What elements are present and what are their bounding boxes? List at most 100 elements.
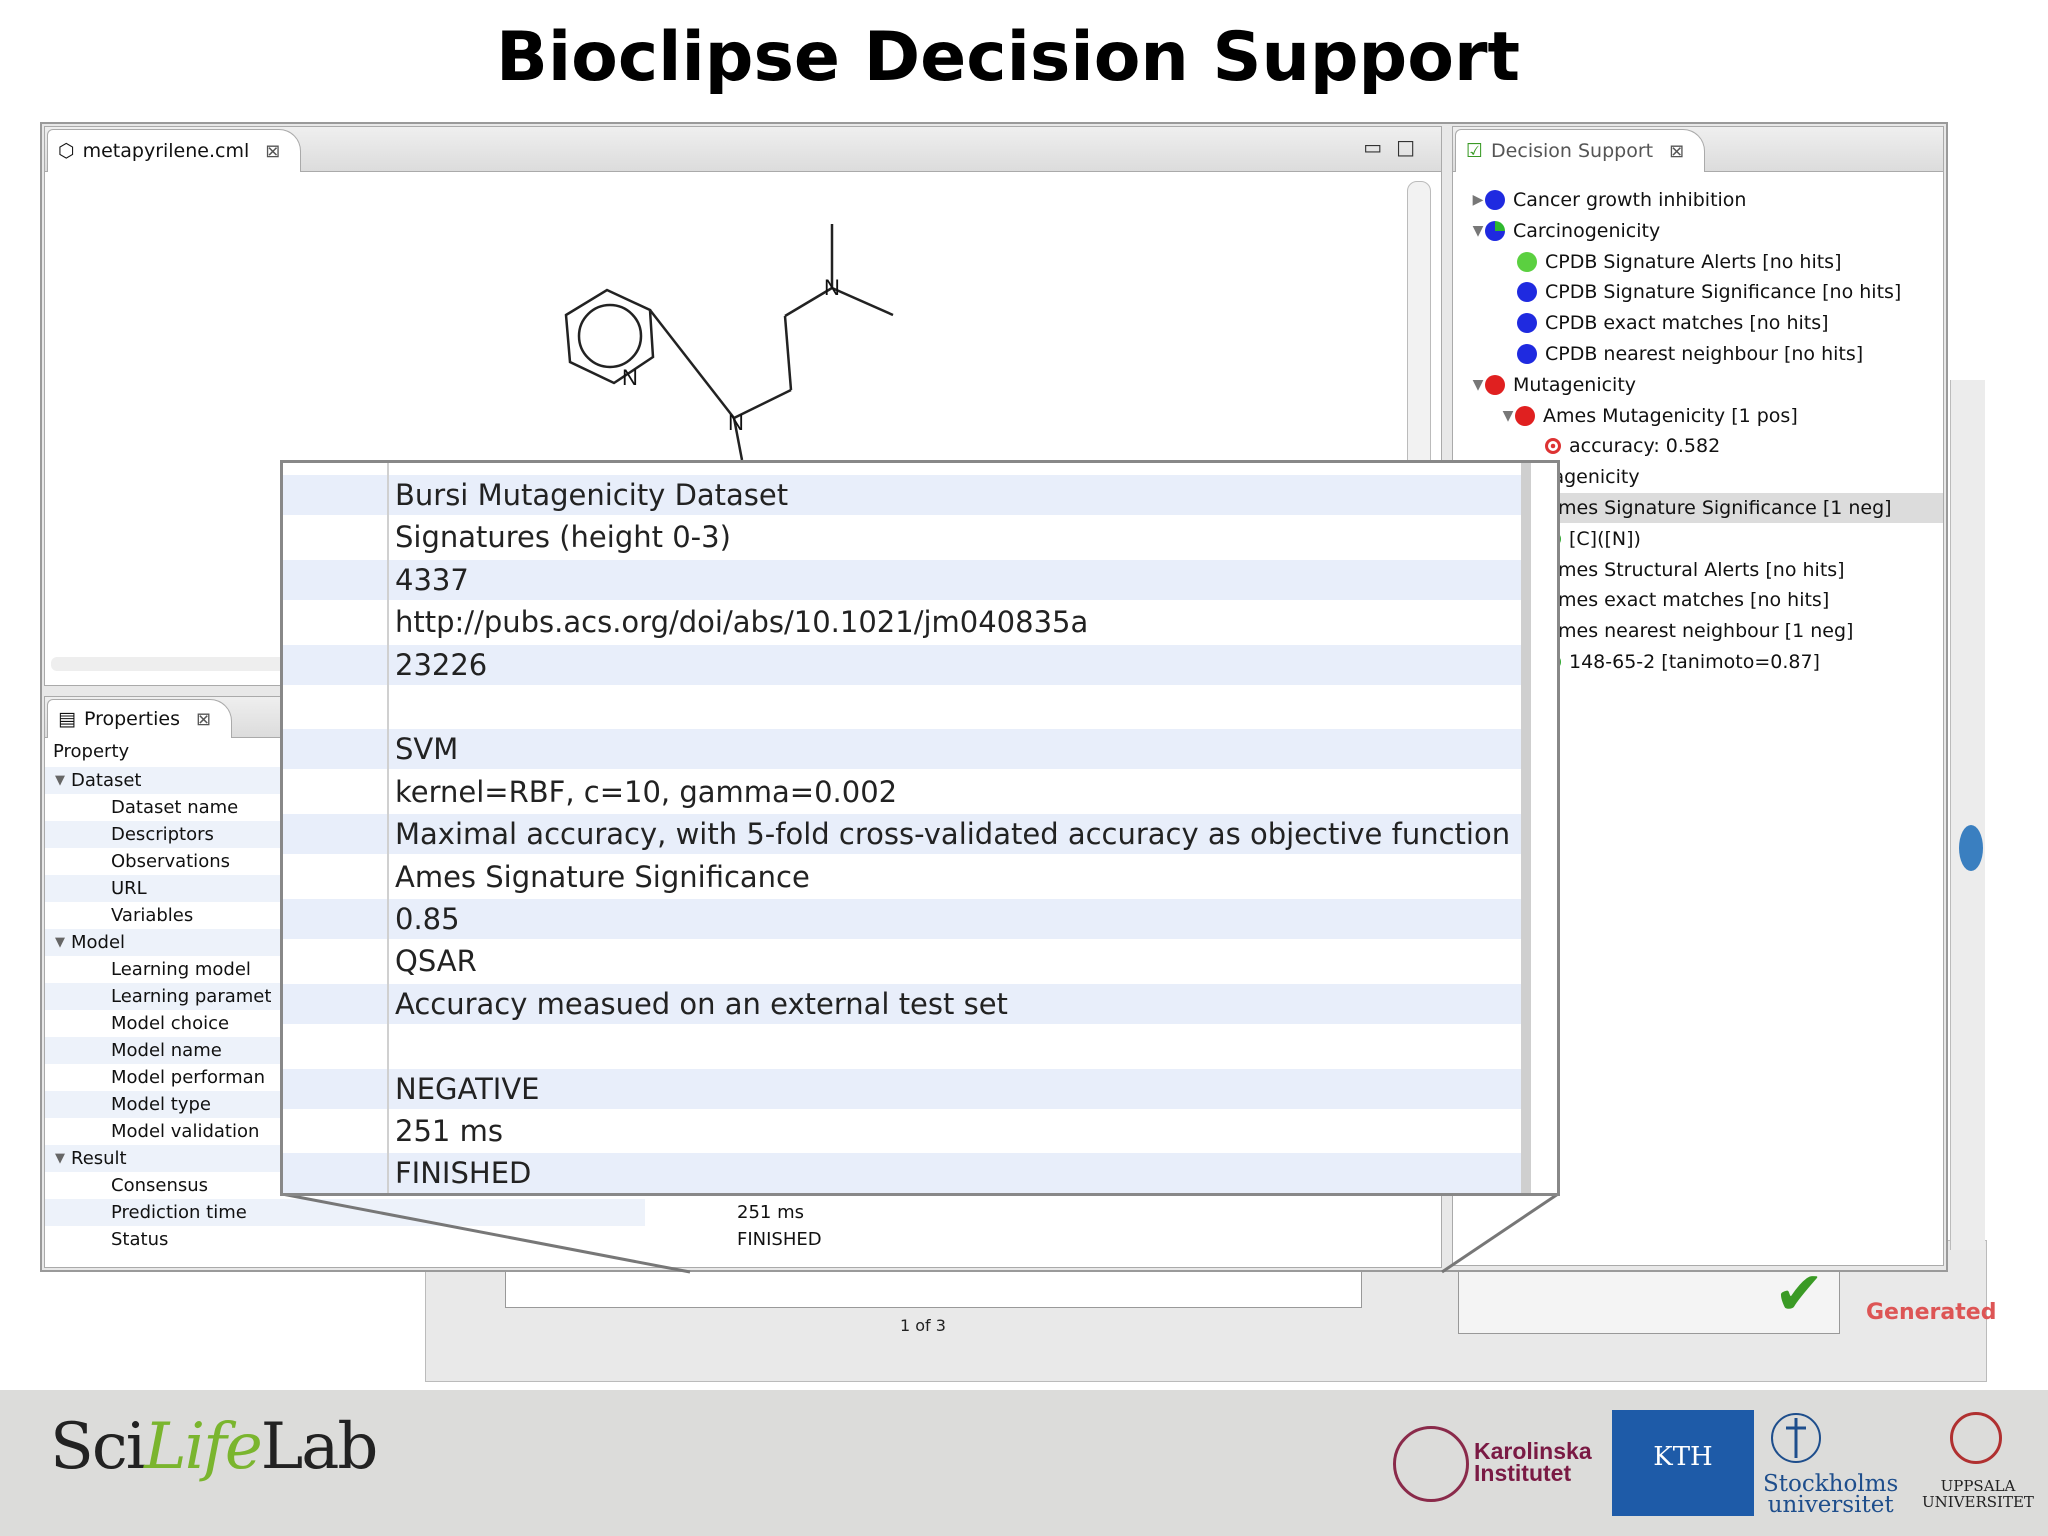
editor-tabbar: ⬡ metapyrilene.cml ⊠ ▭□ (45, 127, 1441, 172)
property-label: Dataset (71, 770, 142, 791)
tree-item-label: CPDB nearest neighbour [no hits] (1545, 343, 1864, 365)
tree-item[interactable]: ▶Cancer growth inhibition (1453, 185, 1943, 215)
callout-row: 251 ms (283, 1111, 1523, 1151)
logo-text: Karolinska (1474, 1438, 1592, 1464)
status-dot-icon (1515, 405, 1535, 426)
tab-properties[interactable]: ▤ Properties ⊠ (47, 699, 233, 738)
expand-twisty-icon[interactable]: ▶ (1472, 192, 1484, 208)
tree-item[interactable]: Ames nearest neighbour [1 neg] (1453, 616, 1943, 646)
close-icon[interactable]: ⊠ (195, 708, 212, 730)
callout-row: Accuracy measued on an external test set (283, 983, 1523, 1024)
property-row[interactable]: Observations (45, 848, 645, 875)
logo-text: UNIVERSITET (1922, 1493, 2034, 1511)
tree-item[interactable]: CPDB Signature Alerts [no hits] (1453, 247, 1943, 277)
property-row[interactable]: Variables (45, 902, 645, 929)
tab-label: metapyrilene.cml (82, 140, 250, 162)
logo-text: Stockholms (1763, 1471, 1899, 1497)
maximize-icon[interactable]: □ (1396, 135, 1429, 159)
kth-logo: KTH (1612, 1410, 1754, 1516)
minimize-icon[interactable]: ▭ (1363, 135, 1397, 159)
logo-text: Life (144, 1410, 263, 1484)
callout-row: 0.85 (283, 899, 1523, 939)
callout-value: 0.85 (395, 902, 460, 936)
property-label: Model validation (111, 1121, 260, 1142)
molecule-file-icon: ⬡ (58, 140, 75, 162)
tab-metapyrilene[interactable]: ⬡ metapyrilene.cml ⊠ (47, 129, 302, 172)
property-label: Descriptors (111, 824, 214, 845)
callout-row: 23226 (283, 644, 1523, 685)
property-label: Model performan (111, 1067, 266, 1088)
callout-row: Maximal accuracy, with 5-fold cross-vali… (283, 814, 1523, 855)
tree-item-label: [C]([N]) (1569, 527, 1641, 550)
tree-item-label: Ames Structural Alerts [no hits] (1545, 558, 1845, 581)
callout-row (283, 1026, 1523, 1066)
collapse-twisty-icon[interactable]: ▼ (1472, 222, 1484, 239)
tree-item-label: Ames Signature Significance [1 neg] (1545, 497, 1892, 519)
status-dot-icon (1517, 251, 1537, 272)
property-row[interactable]: Model validation (45, 1118, 645, 1145)
bond (783, 315, 793, 391)
property-row[interactable]: Learning model (45, 956, 645, 983)
bond (831, 286, 894, 317)
tree-item[interactable]: Ames Structural Alerts [no hits] (1453, 555, 1943, 585)
tree-item-label: CPDB Signature Significance [no hits] (1545, 281, 1902, 304)
callout-row: Bursi Mutagenicity Dataset (283, 475, 1523, 515)
callout-row: FINISHED (283, 1153, 1523, 1193)
callout-row: http://pubs.acs.org/doi/abs/10.1021/jm04… (283, 602, 1523, 642)
karolinska-seal-icon (1393, 1426, 1469, 1502)
close-icon[interactable]: ⊠ (265, 140, 281, 162)
callout-value: Maximal accuracy, with 5-fold cross-vali… (395, 817, 1511, 852)
callout-value: Signatures (height 0-3) (395, 520, 731, 555)
expand-twisty-icon[interactable]: ▼ (55, 935, 65, 950)
logo-text: Institutet (1474, 1460, 1572, 1486)
tree-item[interactable]: Ames exact matches [no hits] (1453, 585, 1943, 615)
tree-item[interactable]: ▼Carcinogenicity (1453, 216, 1943, 246)
tree-item-label: tagenicity (1545, 466, 1640, 489)
tree-item[interactable]: accuracy: 0.582 (1453, 431, 1943, 461)
close-icon[interactable]: ⊠ (1669, 140, 1685, 162)
tree-item[interactable]: ▼ Ames Mutagenicity [1 pos] (1453, 401, 1943, 431)
collapse-twisty-icon[interactable]: ▼ (1472, 376, 1484, 393)
tree-item[interactable]: CPDB exact matches [no hits] (1453, 308, 1943, 338)
atom-label: N (824, 275, 840, 300)
property-row[interactable]: Status (45, 1226, 645, 1253)
status-dot-icon (1485, 374, 1505, 395)
callout-value: 23226 (395, 647, 488, 682)
callout-value: FINISHED (395, 1156, 532, 1191)
callout-value: SVM (395, 732, 459, 767)
tab-decision-support[interactable]: ☑ Decision Support ⊠ (1455, 129, 1706, 172)
property-label: Result (71, 1148, 127, 1169)
tree-item-label: 148-65-2 [tanimoto=0.87] (1569, 651, 1820, 673)
callout-value: Ames Signature Significance (395, 859, 810, 894)
tab-label: Decision Support (1491, 140, 1654, 162)
decision-support-tabbar: ☑ Decision Support ⊠ (1453, 127, 1943, 172)
tree-item-label: Ames Mutagenicity [1 pos] (1543, 404, 1798, 427)
tree-item[interactable]: CPDB nearest neighbour [no hits] (1453, 339, 1943, 369)
property-label: Consensus (111, 1175, 209, 1196)
callout-value: http://pubs.acs.org/doi/abs/10.1021/jm04… (395, 605, 1089, 640)
generated-label: Generated (1866, 1300, 1997, 1325)
slide-title: Bioclipse Decision Support (496, 18, 1520, 97)
property-label: Model name (111, 1040, 222, 1061)
table-icon: ▤ (58, 708, 76, 730)
callout-row (283, 687, 1523, 727)
tree-item[interactable]: CPDB Signature Significance [no hits] (1453, 277, 1943, 307)
property-row[interactable]: Consensus (45, 1172, 645, 1199)
tree-item[interactable]: tagenicity (1453, 462, 1943, 492)
property-row[interactable]: Model performan (45, 1064, 645, 1091)
property-row[interactable]: Prediction time (45, 1199, 645, 1226)
property-value: 251 ms (737, 1202, 804, 1223)
property-row[interactable]: Model choice (45, 1010, 645, 1037)
property-value: FINISHED (737, 1229, 822, 1250)
collapse-twisty-icon[interactable]: ▼ (1502, 407, 1514, 424)
property-label: Dataset name (111, 797, 239, 818)
window-controls: ▭□ (1363, 135, 1429, 159)
tree-item[interactable]: ▼Mutagenicity (1453, 370, 1943, 400)
callout-value: kernel=RBF, c=10, gamma=0.002 (395, 774, 898, 809)
expand-twisty-icon[interactable]: ▼ (55, 1151, 65, 1166)
property-label: Learning model (111, 959, 251, 980)
expand-twisty-icon[interactable]: ▼ (55, 773, 65, 788)
property-label: Model choice (111, 1013, 230, 1034)
property-row[interactable]: Dataset name (45, 794, 645, 821)
